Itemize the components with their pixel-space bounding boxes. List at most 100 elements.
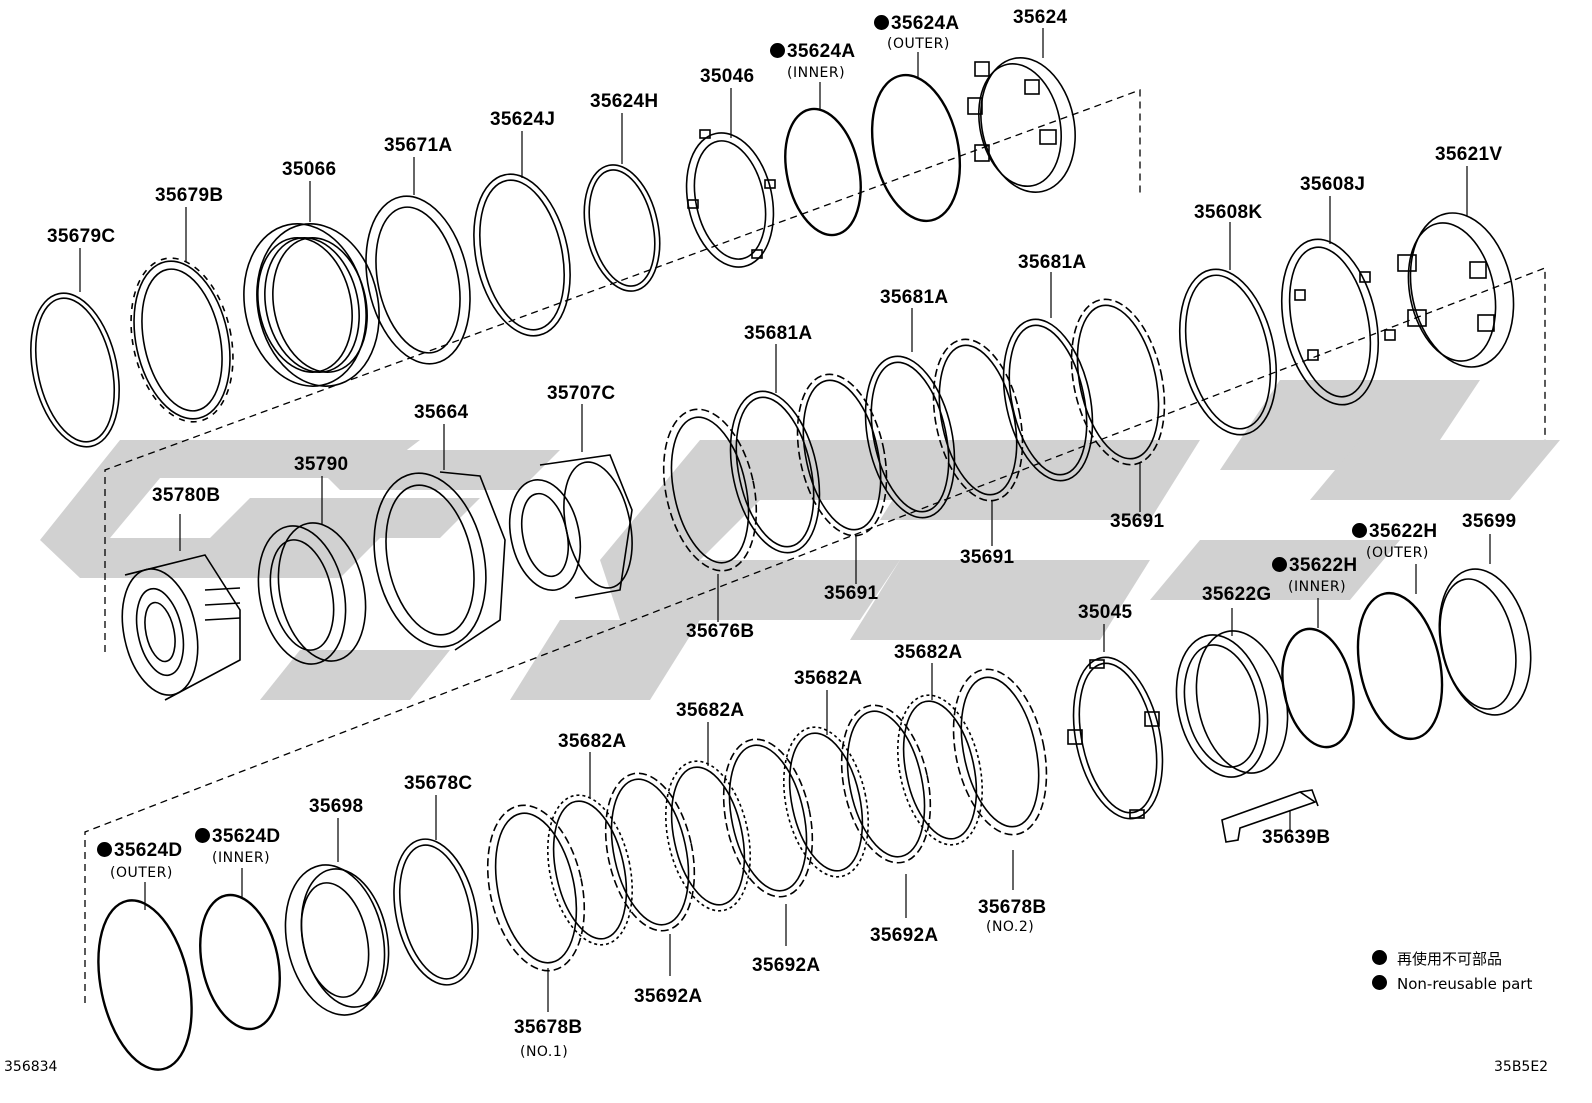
part-label-35692A[interactable]: 35692A [752,955,821,976]
part-35045-spring [1067,656,1164,820]
part-label-35691[interactable]: 35691 [1110,511,1165,532]
part-label-35681A[interactable]: 35681A [880,287,949,308]
part-label-35624A-inner[interactable]: 35624A [770,42,855,61]
parts-top-row [30,57,1076,448]
part-label-35622G[interactable]: 35622G [1202,584,1272,605]
part-label-35621V[interactable]: 35621V [1435,144,1503,165]
part-35622G-cylinder [1175,630,1289,778]
legend-japanese: 再使用不可部品 [1372,950,1502,967]
assembly-outlines [84,89,1546,1003]
part-label-35046[interactable]: 35046 [700,66,755,87]
part-35679B-ring [130,257,234,423]
part-35692A-plate-c [840,704,932,864]
part-35624A-outer-oring [870,73,962,223]
part-note-no1: (NO.1) [520,1044,569,1060]
part-35624H-snap-ring [583,164,661,292]
part-35682A-disc-c [783,726,869,878]
part-label-35678C[interactable]: 35678C [404,773,473,794]
part-label-35692A[interactable]: 35692A [634,986,703,1007]
part-35624J-snap-ring [473,173,571,337]
part-35622H-outer-oring [1356,591,1444,741]
part-label-35679B[interactable]: 35679B [155,185,224,206]
part-label-35682A[interactable]: 35682A [676,700,745,721]
part-label-35624H[interactable]: 35624H [590,91,659,112]
part-label-35692A[interactable]: 35692A [870,925,939,946]
part-35678C-snap-ring [393,838,479,986]
part-note-inner: (INNER) [212,850,271,866]
part-label-35678B-no2[interactable]: 35678B [978,897,1047,918]
part-label-35622H-inner[interactable]: 35622H [1272,556,1357,575]
part-35678B-no2-plate [952,668,1048,836]
part-label-35664[interactable]: 35664 [414,402,469,423]
parts-middle-row [121,298,1166,701]
part-35682A-disc-d [897,694,983,846]
part-35676B-disc [662,408,758,572]
part-note-outer: (OUTER) [110,865,173,881]
part-label-35682A[interactable]: 35682A [894,642,963,663]
non-reusable-dot-icon [97,842,112,857]
part-label-35691[interactable]: 35691 [960,547,1015,568]
part-35621V-piston [1397,212,1515,368]
non-reusable-dot-icon [1372,975,1387,990]
part-note-no2: (NO.2) [986,919,1035,935]
part-label-35624A-outer[interactable]: 35624A [874,14,959,33]
part-label-35671A[interactable]: 35671A [384,135,453,156]
part-label-35678B-no1[interactable]: 35678B [514,1017,583,1038]
part-35691-plate-c [1070,298,1166,466]
part-label-35698[interactable]: 35698 [309,796,364,817]
part-35664-drum [373,471,506,651]
part-note-inner: (INNER) [1288,579,1347,595]
non-reusable-dot-icon [1352,523,1367,538]
legend-english: Non-reusable part [1372,975,1532,992]
part-35682A-disc-b [665,760,751,912]
part-35671A-ring [365,195,471,365]
part-label-35639B[interactable]: 35639B [1262,827,1331,848]
part-label-35608K[interactable]: 35608K [1194,202,1263,223]
part-35790-gear [257,522,367,665]
part-label-35682A[interactable]: 35682A [558,731,627,752]
part-label-35676B[interactable]: 35676B [686,621,755,642]
part-label-35681A[interactable]: 35681A [744,323,813,344]
part-35066-clutch-pack [243,223,380,387]
part-label-35624[interactable]: 35624 [1013,7,1068,28]
part-label-35707C[interactable]: 35707C [547,383,616,404]
part-label-35045[interactable]: 35045 [1078,602,1133,623]
part-label-35066[interactable]: 35066 [282,159,337,180]
part-35624A-inner-oring [784,107,862,237]
part-35678B-no1-plate [486,804,586,972]
part-label-35622H-outer[interactable]: 35622H [1352,522,1437,541]
part-35681A-disc-c [1002,318,1094,482]
part-label-35608J[interactable]: 35608J [1300,174,1366,195]
non-reusable-dot-icon [1372,950,1387,965]
part-note-outer: (OUTER) [887,36,950,52]
parts-lower-row [97,568,1532,1071]
part-35692A-plate-b [722,738,814,898]
part-35624-piston [967,57,1076,193]
non-reusable-dot-icon [874,15,889,30]
part-35699-seal-ring [1438,568,1532,716]
part-35780B-drum [121,554,241,701]
part-label-35699[interactable]: 35699 [1462,511,1517,532]
part-label-35624D-inner[interactable]: 35624D [195,827,280,846]
part-label-35790[interactable]: 35790 [294,454,349,475]
watermark-logo [40,380,1560,700]
part-label-35681A[interactable]: 35681A [1018,252,1087,273]
part-35679C-ring [30,292,120,448]
part-35707C-hub [508,454,633,599]
part-label-35624J[interactable]: 35624J [490,109,556,130]
part-label-35682A[interactable]: 35682A [794,668,863,689]
part-35698-piston [284,864,390,1016]
part-35624D-outer-oring [97,899,193,1071]
part-label-35691[interactable]: 35691 [824,583,879,604]
part-35608J-spring [1280,238,1396,406]
diagram-code-right: 35B5E2 [1494,1059,1549,1075]
part-label-35624D-outer[interactable]: 35624D [97,841,182,860]
diagram-code-left: 356834 [4,1059,58,1075]
non-reusable-dot-icon [770,43,785,58]
part-35624D-inner-oring [199,893,281,1031]
part-35608K-snap-ring [1178,268,1278,436]
part-label-35780B[interactable]: 35780B [152,485,221,506]
part-label-35679C[interactable]: 35679C [47,226,116,247]
